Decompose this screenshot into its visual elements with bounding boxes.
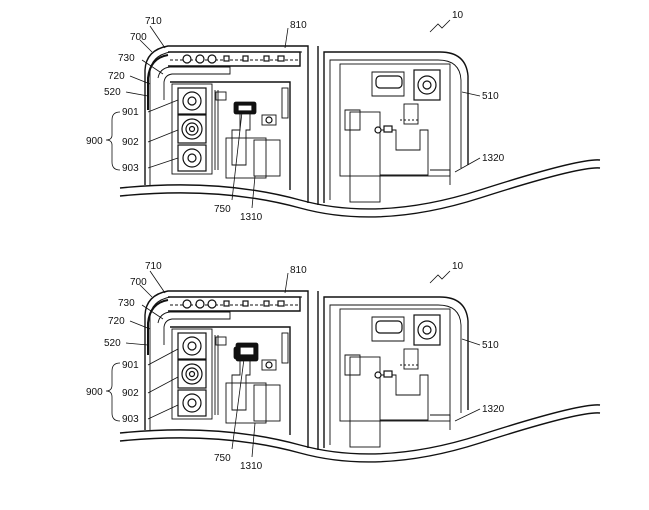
label-902: 902 xyxy=(122,388,139,399)
device-ref-arrow xyxy=(429,19,451,33)
label-903: 903 xyxy=(122,163,139,174)
label-520: 520 xyxy=(104,338,121,349)
label-510: 510 xyxy=(482,91,499,102)
device-drawing-b xyxy=(119,290,601,463)
label-700: 700 xyxy=(130,32,147,43)
label-1310: 1310 xyxy=(240,212,263,223)
label-901: 901 xyxy=(122,360,139,371)
label-750: 750 xyxy=(214,453,231,464)
label-720: 720 xyxy=(108,316,125,327)
label-730: 730 xyxy=(118,298,135,309)
label-1310: 1310 xyxy=(240,461,263,472)
label-810: 810 xyxy=(290,20,307,31)
label-device-ref: 10 xyxy=(452,261,464,272)
label-900: 900 xyxy=(86,387,103,398)
label-520: 520 xyxy=(104,87,121,98)
device-drawing-a xyxy=(119,45,601,218)
label-903: 903 xyxy=(122,414,139,425)
label-700: 700 xyxy=(130,277,147,288)
figure-b: 10 710 700 730 720 520 901 902 903 900 8… xyxy=(86,261,601,472)
label-810: 810 xyxy=(290,265,307,276)
label-710: 710 xyxy=(145,261,162,272)
label-720: 720 xyxy=(108,71,125,82)
label-1320: 1320 xyxy=(482,404,505,415)
figure-a: 10 710 700 730 720 520 901 902 903 900 8… xyxy=(86,10,601,223)
label-901: 901 xyxy=(122,107,139,118)
label-1320: 1320 xyxy=(482,153,505,164)
label-750: 750 xyxy=(214,204,231,215)
label-510: 510 xyxy=(482,340,499,351)
label-900: 900 xyxy=(86,136,103,147)
label-device-ref: 10 xyxy=(452,10,464,21)
label-902: 902 xyxy=(122,137,139,148)
label-710: 710 xyxy=(145,16,162,27)
device-ref-arrow xyxy=(429,270,451,284)
label-730: 730 xyxy=(118,53,135,64)
